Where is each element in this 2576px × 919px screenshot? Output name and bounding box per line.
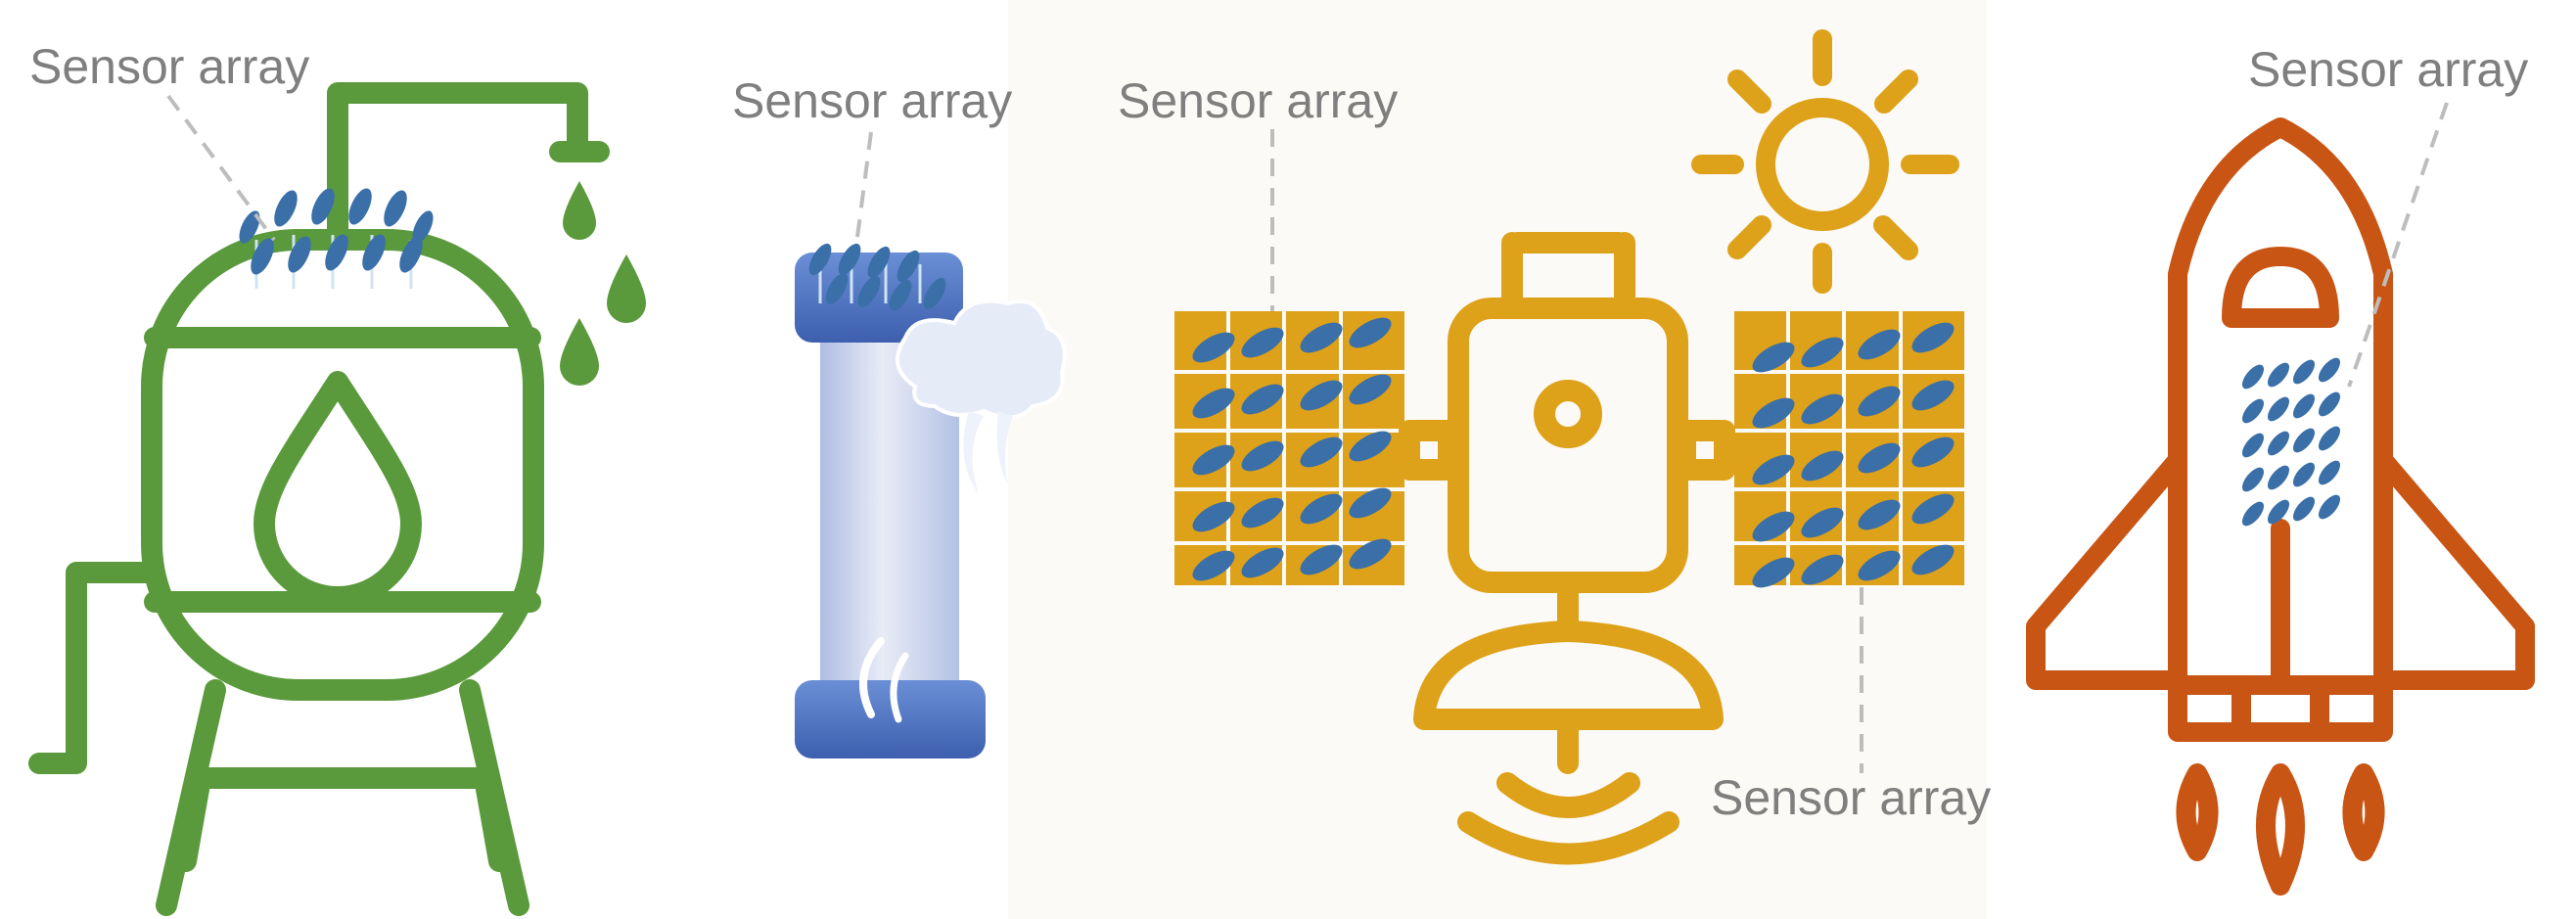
tank-body	[141, 229, 544, 701]
tank-pipe	[327, 82, 588, 255]
water-drop-icon	[253, 371, 422, 608]
sun-icon	[1691, 29, 1959, 294]
shuttle-sensor-label: Sensor array	[2248, 42, 2528, 97]
water-tank-icon	[28, 82, 610, 916]
space-shuttle-icon	[2026, 117, 2535, 896]
cloud-icon	[896, 299, 1067, 494]
water-drips	[560, 181, 646, 386]
tank-sensor-label: Sensor array	[29, 39, 309, 94]
tank-leader-line	[166, 94, 276, 242]
shuttle-leader-line	[2347, 102, 2449, 388]
tank-sensor-array	[239, 188, 434, 289]
satellite-right-sensor-label: Sensor array	[1711, 770, 1991, 825]
shuttle-sensor-array	[2241, 357, 2341, 527]
column-sensor-label: Sensor array	[732, 73, 1012, 128]
satellite-sensor-array-right	[1752, 322, 1955, 588]
column-sensor-array	[808, 243, 946, 312]
satellite-sensor-array-left	[1192, 317, 1392, 581]
satellite-left-sensor-label: Sensor array	[1118, 73, 1398, 128]
column-leader-line	[854, 131, 873, 246]
